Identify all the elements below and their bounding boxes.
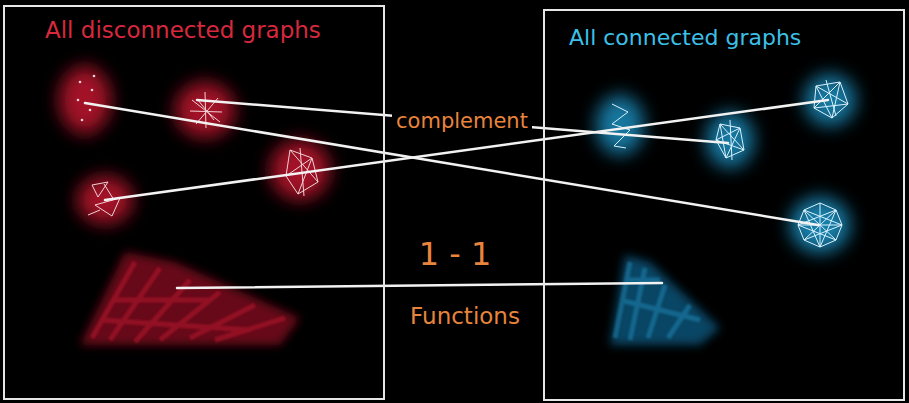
- blue-smear: [610, 255, 720, 345]
- mapping-line: [197, 100, 728, 143]
- region-title: All connected graphs: [569, 25, 801, 50]
- blue-graphs: [612, 80, 848, 247]
- set-region: All connected graphs: [543, 9, 905, 401]
- red-smear: [80, 252, 300, 345]
- mapping-label: complement: [392, 108, 532, 134]
- mapping-line: [105, 100, 828, 200]
- red-graphs: [77, 75, 318, 216]
- blue-blob: [706, 112, 754, 168]
- mapping-lines: [85, 100, 828, 288]
- red-smear-strokes: [92, 262, 285, 342]
- mapping-label: Functions: [406, 302, 524, 330]
- blue-blob: [804, 74, 856, 126]
- set-region: All disconnected graphs: [3, 5, 385, 400]
- isolated-vertices: [77, 75, 96, 122]
- mapping-line: [177, 283, 662, 288]
- red-blob: [175, 82, 235, 138]
- small-graph: [612, 104, 630, 148]
- mapping-label: 1 - 1: [415, 235, 496, 274]
- blue-blob: [596, 95, 644, 155]
- small-graph: [814, 80, 848, 118]
- mapping-line: [85, 103, 818, 225]
- blue-smear-strokes: [615, 262, 700, 340]
- small-graph: [716, 120, 744, 160]
- red-blob: [59, 66, 111, 134]
- small-graph: [798, 203, 842, 247]
- blue-blob: [790, 197, 850, 253]
- region-title: All disconnected graphs: [45, 17, 321, 43]
